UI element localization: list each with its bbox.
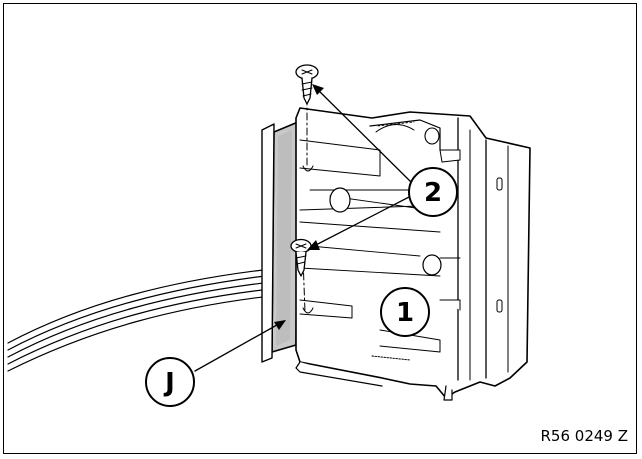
callout-circle-j bbox=[145, 357, 195, 407]
arrowheads bbox=[274, 84, 324, 330]
reference-code: R56 0249 Z bbox=[540, 427, 629, 445]
callout-label-j: J bbox=[163, 368, 175, 398]
screw-holes bbox=[302, 165, 314, 314]
component-housing bbox=[295, 107, 531, 401]
screw-icon bbox=[290, 238, 312, 277]
trim-panel-j bbox=[261, 121, 299, 363]
callout-circle-1 bbox=[380, 287, 430, 337]
callout-label-2: 2 bbox=[424, 178, 442, 208]
wiring-harness bbox=[7, 265, 301, 372]
leader-lines bbox=[194, 85, 412, 372]
screw-axis-lines bbox=[302, 97, 308, 313]
screw-icon bbox=[295, 64, 319, 105]
callout-circle-2 bbox=[408, 167, 458, 217]
callout-label-1: 1 bbox=[396, 298, 414, 328]
